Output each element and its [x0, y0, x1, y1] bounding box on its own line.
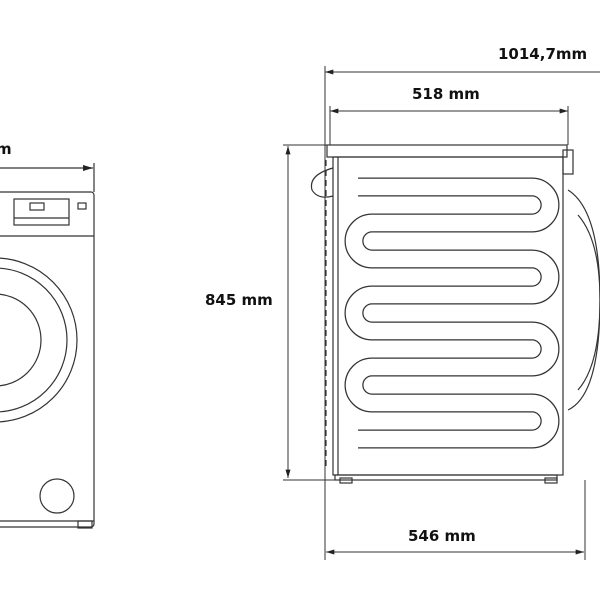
door-outer	[0, 257, 78, 423]
front-body	[0, 191, 95, 528]
side-view	[310, 144, 600, 484]
front-view	[0, 163, 95, 529]
filter-cover	[39, 478, 75, 514]
dimension-lines	[283, 66, 600, 560]
total-depth-label: 1014,7mm	[498, 45, 588, 63]
base-depth-label: 546 mm	[408, 527, 476, 545]
door-mid	[0, 267, 68, 413]
door-bulge	[567, 189, 600, 411]
height-label: 845 mm	[205, 291, 273, 309]
body-depth-label: 518 mm	[412, 85, 480, 103]
door-inner	[0, 293, 42, 387]
control-panel-display	[13, 198, 70, 226]
front-width-label: m	[0, 140, 12, 158]
top-plate	[326, 144, 568, 158]
hose-hook	[310, 167, 334, 198]
side-body	[332, 156, 564, 476]
